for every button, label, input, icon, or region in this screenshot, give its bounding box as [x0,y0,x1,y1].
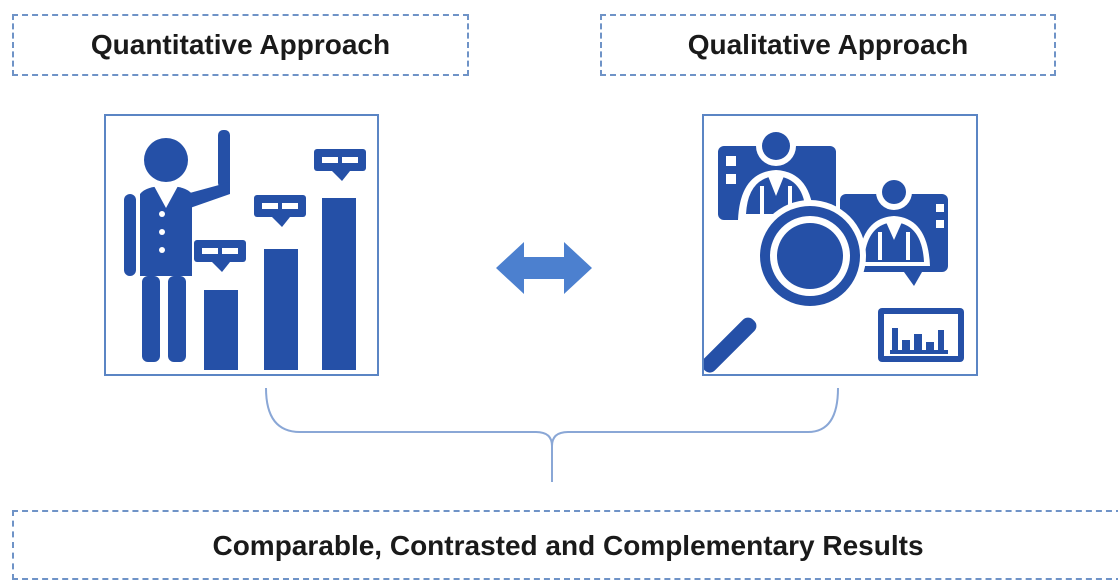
people-magnifier-analytics-icon [701,126,964,373]
results-label: Comparable, Contrasted and Complementary… [12,510,1118,580]
presenter-bar-chart-icon [124,130,366,370]
quantitative-icon-frame [104,114,379,376]
results-text: Comparable, Contrasted and Complementary… [212,530,924,561]
qualitative-approach-text: Qualitative Approach [687,29,969,60]
quantitative-approach-text: Quantitative Approach [90,29,391,60]
qualitative-icon-frame [701,114,978,376]
quantitative-approach-label: Quantitative Approach [12,14,469,76]
qualitative-approach-label: Qualitative Approach [600,14,1056,76]
